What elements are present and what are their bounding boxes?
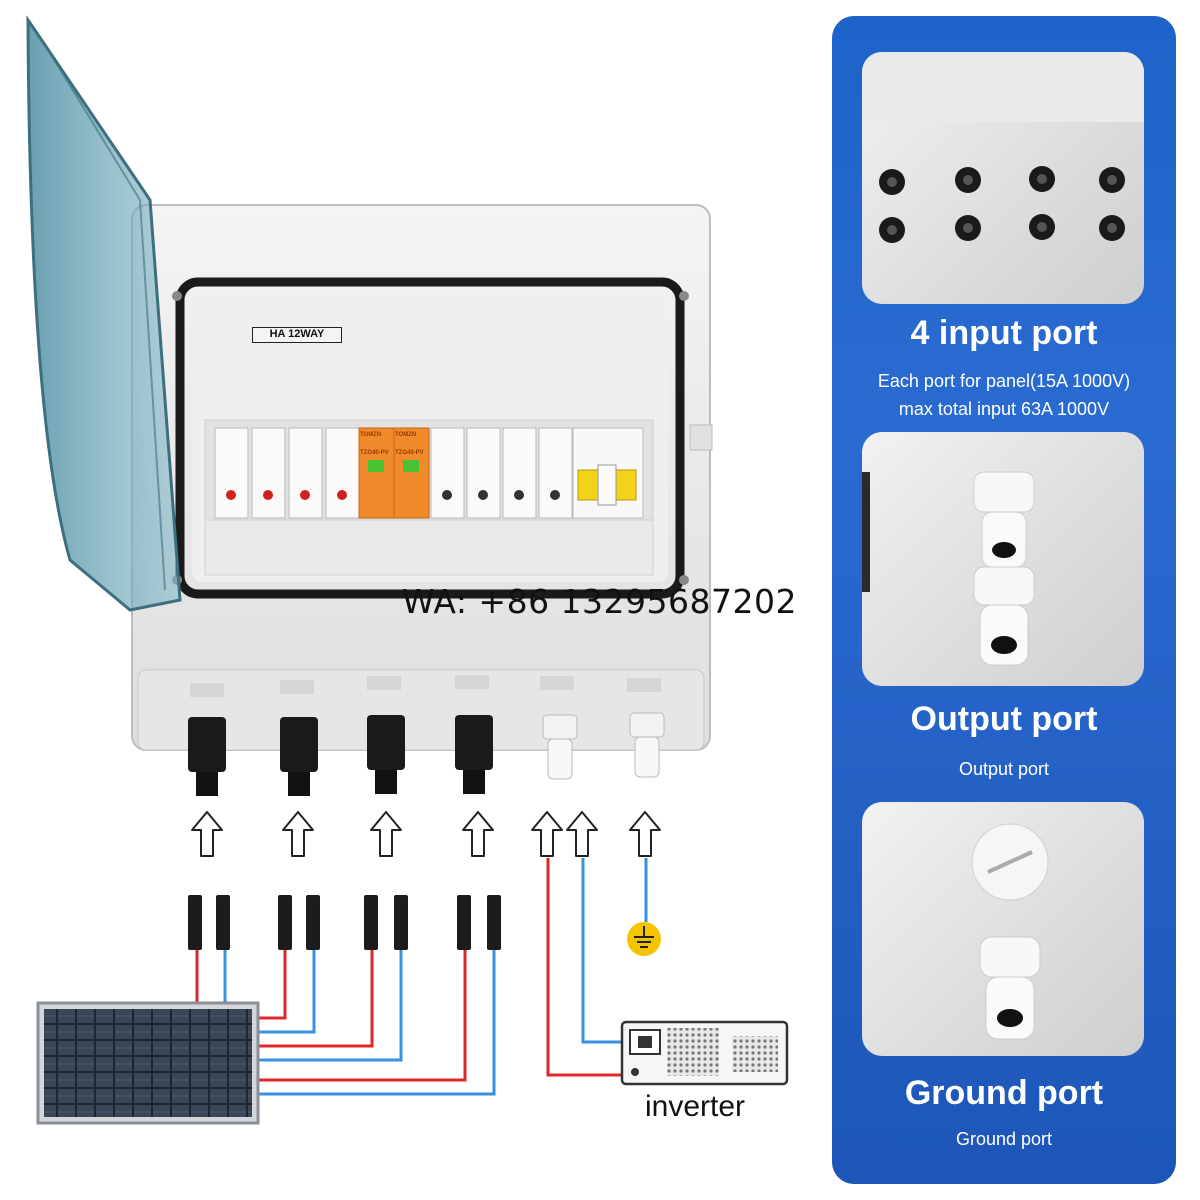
model-label: HA 12WAY xyxy=(252,327,342,343)
inverter-label: inverter xyxy=(645,1090,746,1123)
inverter-icon xyxy=(620,1020,789,1086)
ground-cable-gland xyxy=(629,712,665,778)
ground-port-photo xyxy=(862,802,1144,1056)
cable-gland xyxy=(973,471,1035,568)
output-port-title: Output port xyxy=(910,700,1098,738)
arrow-up-icon xyxy=(566,811,598,857)
cable-gland xyxy=(979,936,1041,1040)
transparent-lid xyxy=(26,15,182,612)
surge-protector xyxy=(393,427,430,519)
fuse-holder xyxy=(288,427,323,519)
input-port-title: 4 input port xyxy=(910,314,1098,352)
input-port-subtitle-line: Each port for panel(15A 1000V) xyxy=(877,371,1131,391)
breaker-row xyxy=(214,427,644,519)
arrow-up-icon xyxy=(370,811,402,857)
surge-protector xyxy=(358,427,395,519)
arrow-up-icon xyxy=(282,811,314,857)
mc4-input-connector xyxy=(455,715,493,794)
mc4-connector-pair xyxy=(457,895,501,950)
input-port-subtitle-line: max total input 63A 1000V xyxy=(898,399,1110,419)
mc4-connector-pair xyxy=(278,895,320,950)
mc4-connector-pair xyxy=(188,895,230,950)
mc4-input-connector xyxy=(280,717,318,796)
watermark-contact: WA: +86 13295687202 xyxy=(402,582,798,621)
arrow-up-icon xyxy=(462,811,494,857)
feature-panel: 4 input port Each port for panel(15A 100… xyxy=(832,16,1176,1184)
output-port-photo xyxy=(862,432,1144,686)
cable-gland xyxy=(973,566,1035,666)
mc4-input-connector xyxy=(188,717,226,796)
fuse-holder xyxy=(251,427,286,519)
input-port-photo xyxy=(862,52,1144,304)
product-illustration: HA 12WAY TOMZN TOMZN TZG40-PV TZG40-PV W… xyxy=(26,15,798,1125)
spd-brand: TOMZN xyxy=(360,432,382,438)
fuse-holder xyxy=(430,427,465,519)
ground-symbol-icon xyxy=(627,922,661,956)
ground-port-subtitle: Ground port xyxy=(955,1129,1053,1149)
fuse-holder xyxy=(502,427,537,519)
output-port-subtitle: Output port xyxy=(958,759,1050,779)
dc-isolator-switch xyxy=(572,427,644,519)
mc4-connector-pair xyxy=(364,895,408,950)
arrow-up-icon xyxy=(629,811,661,857)
spd-brand: TOMZN xyxy=(395,432,417,438)
fuse-holder xyxy=(466,427,501,519)
mc4-input-connector xyxy=(367,715,405,794)
arrow-up-icon xyxy=(191,811,223,857)
fuse-holder xyxy=(538,427,573,519)
ground-port-title: Ground port xyxy=(904,1074,1104,1112)
arrow-up-icon xyxy=(531,811,563,857)
spd-model: TZG40-PV xyxy=(395,450,424,456)
wiring xyxy=(195,858,648,1096)
combiner-box-illustration xyxy=(26,15,789,1125)
fuse-holder xyxy=(214,427,249,519)
fuse-holder xyxy=(325,427,360,519)
spd-model: TZG40-PV xyxy=(360,450,389,456)
blanking-plug xyxy=(971,823,1049,901)
solar-panel-icon xyxy=(36,1001,260,1125)
output-cable-gland xyxy=(542,714,578,780)
